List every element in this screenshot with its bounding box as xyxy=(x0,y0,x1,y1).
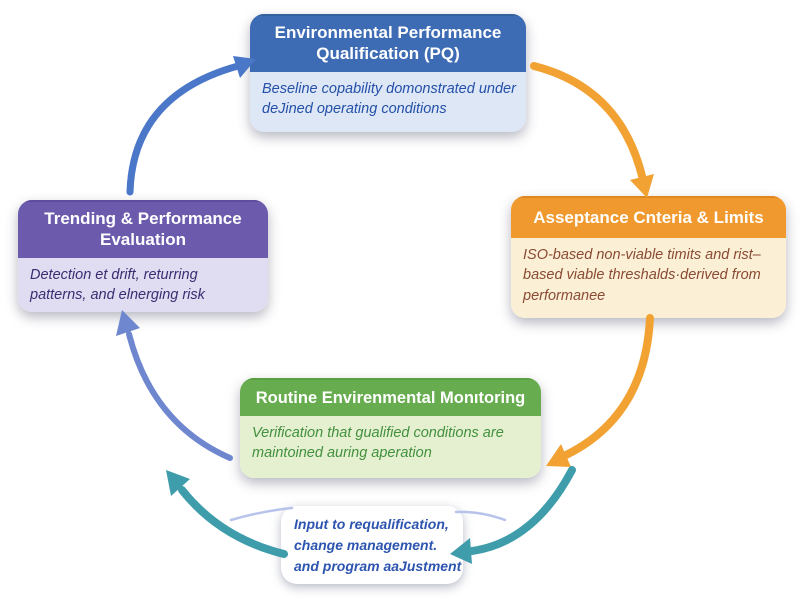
arrow-acceptance-to-monitoring xyxy=(562,314,654,459)
node-acceptance-body: ISO-based non-viable timits and rist–bas… xyxy=(511,238,786,318)
node-acceptance-criteria-limits: Asseptance Cnteria & Limits ISO-based no… xyxy=(511,196,786,318)
arrow-note-to-trending xyxy=(178,486,288,558)
node-trending-header: Trending & Performance Evaluation xyxy=(18,200,268,258)
node-pq-body: Beseline copability domonstrated under d… xyxy=(250,72,526,132)
node-environmental-performance-qualification: Environmental Performance Qualification … xyxy=(250,14,526,132)
node-monitoring-header: Routine Envirenmental Monıtoring xyxy=(240,378,541,416)
node-routine-environmental-monitoring: Routine Envirenmental Monıtoring Verific… xyxy=(240,378,541,478)
arrowhead-note-to-trending-icon xyxy=(166,470,190,496)
arrowhead-monitoring-to-trending-icon xyxy=(116,310,140,336)
arrow-trending-to-pq xyxy=(126,62,242,196)
node-acceptance-header: Asseptance Cnteria & Limits xyxy=(511,196,786,238)
arrowhead-pq-to-acceptance-icon xyxy=(630,174,654,198)
node-trending-body: Detection et drift, returring patterns, … xyxy=(18,258,268,312)
note-line-3: and program aaJustment xyxy=(294,558,462,574)
arrowhead-acceptance-to-monitoring-icon xyxy=(546,444,571,467)
node-pq-header: Environmental Performance Qualification … xyxy=(250,14,526,72)
note-box-feedback: Input to requalification, change managem… xyxy=(281,506,463,584)
note-line-1: Input to requalification, xyxy=(294,516,449,532)
node-trending-performance-evaluation: Trending & Performance Evaluation Detect… xyxy=(18,200,268,312)
arrow-monitoring-to-trending xyxy=(126,331,233,461)
note-line-2: change management. xyxy=(294,537,438,553)
arrow-pq-to-acceptance xyxy=(530,62,646,180)
node-monitoring-body: Verification that gualified conditions a… xyxy=(240,416,541,478)
arrow-monitoring-to-note xyxy=(468,466,576,555)
swoosh-right-icon xyxy=(454,510,507,522)
